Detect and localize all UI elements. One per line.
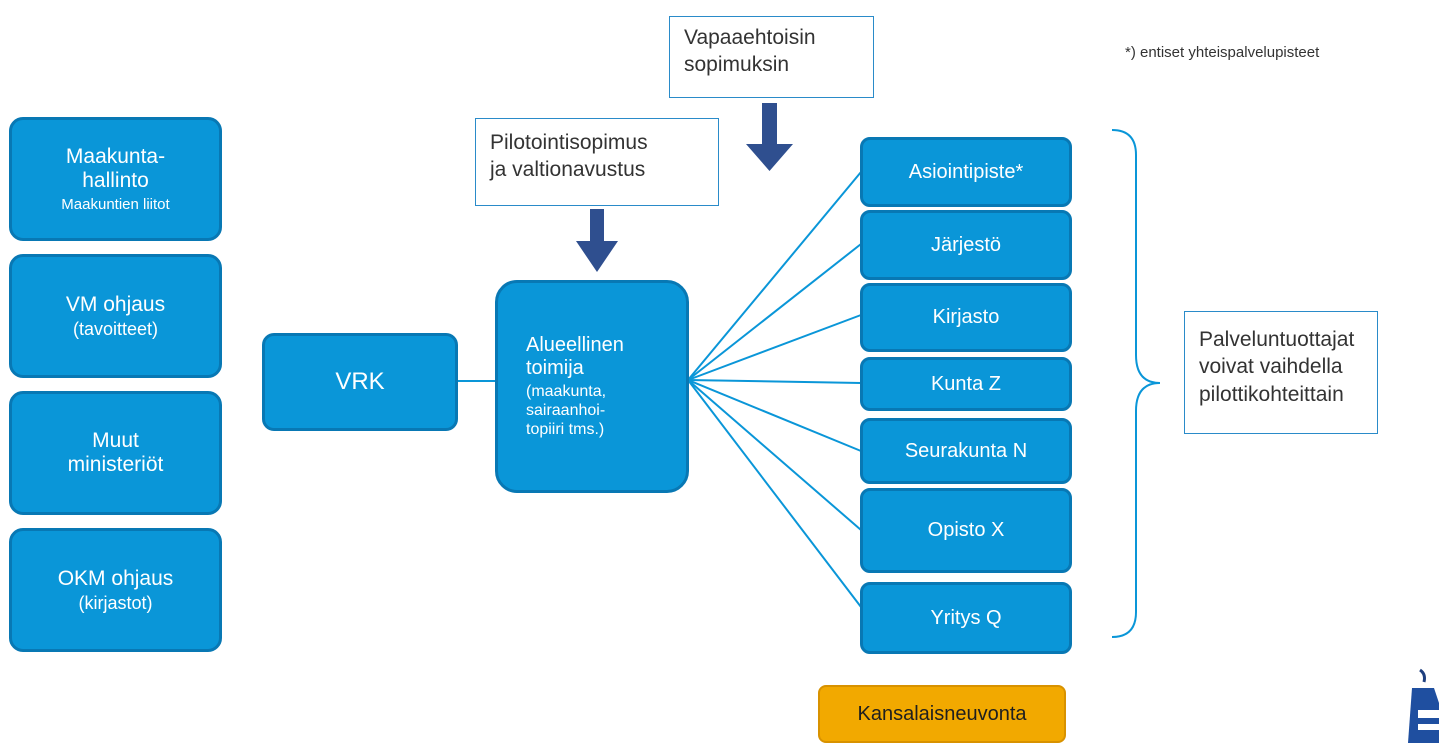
pilot-arrow	[576, 209, 618, 272]
box-seurakunta-n-label: Seurakunta N	[904, 439, 1028, 462]
box-kunta-z-label: Kunta Z	[930, 372, 1002, 395]
box-vrk: VRK	[262, 333, 458, 431]
box-alueellinen-toimija-sub: (maakunta, sairaanhoi- topiiri tms.)	[526, 382, 607, 439]
box-maakuntahallinto: Maakunta- hallinto Maakuntien liitot	[9, 117, 222, 241]
box-kirjasto: Kirjasto	[860, 283, 1072, 352]
box-yritys-q-label: Yritys Q	[930, 606, 1002, 629]
box-kirjasto-label: Kirjasto	[932, 306, 1000, 328]
box-yritys-q: Yritys Q	[860, 582, 1072, 654]
box-asiointipiste-label: Asiointipiste*	[908, 160, 1024, 183]
fan-line-3	[687, 314, 862, 381]
box-jarjesto: Järjestö	[860, 210, 1072, 280]
box-maakuntahallinto-label: Maakunta- hallinto	[65, 145, 166, 193]
box-asiointipiste: Asiointipiste*	[860, 137, 1072, 207]
box-opisto-x: Opisto X	[860, 488, 1072, 573]
voluntary-arrow	[746, 103, 793, 171]
fan-line-7	[687, 379, 862, 608]
box-vrk-label: VRK	[335, 368, 385, 396]
box-vm-ohjaus-label: VM ohjaus	[65, 292, 166, 316]
box-seurakunta-n: Seurakunta N	[860, 418, 1072, 484]
providers-brace	[1111, 129, 1161, 638]
box-muut-ministeriot: Muut ministeriöt	[9, 391, 222, 515]
box-opisto-x-label: Opisto X	[927, 519, 1005, 541]
fan-line-4	[687, 379, 862, 384]
box-vm-ohjaus-sub: (tavoitteet)	[72, 318, 159, 339]
box-kansalaisneuvonta-label: Kansalaisneuvonta	[857, 702, 1027, 725]
box-okm-ohjaus-label: OKM ohjaus	[57, 566, 174, 590]
fan-line-2	[687, 243, 862, 381]
box-kunta-z: Kunta Z	[860, 357, 1072, 411]
box-alueellinen-toimija: Alueellinen toimija (maakunta, sairaanho…	[495, 280, 689, 493]
box-maakuntahallinto-sub: Maakuntien liitot	[61, 195, 170, 213]
note-palveluntuottajat: Palveluntuottajat voivat vaihdella pilot…	[1184, 311, 1378, 434]
box-okm-ohjaus: OKM ohjaus (kirjastot)	[9, 528, 222, 652]
box-muut-ministeriot-label: Muut ministeriöt	[67, 428, 164, 476]
footnote: *) entiset yhteispalvelupisteet	[1125, 44, 1320, 61]
box-vm-ohjaus: VM ohjaus (tavoitteet)	[9, 254, 222, 378]
box-alueellinen-toimija-label: Alueellinen toimija	[526, 333, 624, 379]
fan-line-5	[687, 379, 862, 452]
box-kansalaisneuvonta: Kansalaisneuvonta	[818, 685, 1066, 743]
note-pilotointisopimus: Pilotointisopimus ja valtionavustus	[475, 118, 719, 206]
logo	[1408, 668, 1439, 743]
fan-line-6	[687, 379, 862, 531]
fan-line-1	[687, 171, 862, 381]
box-okm-ohjaus-sub: (kirjastot)	[78, 592, 153, 613]
box-jarjesto-label: Järjestö	[930, 233, 1002, 256]
note-vapaaehtoisin: Vapaaehtoisin sopimuksin	[669, 16, 874, 98]
